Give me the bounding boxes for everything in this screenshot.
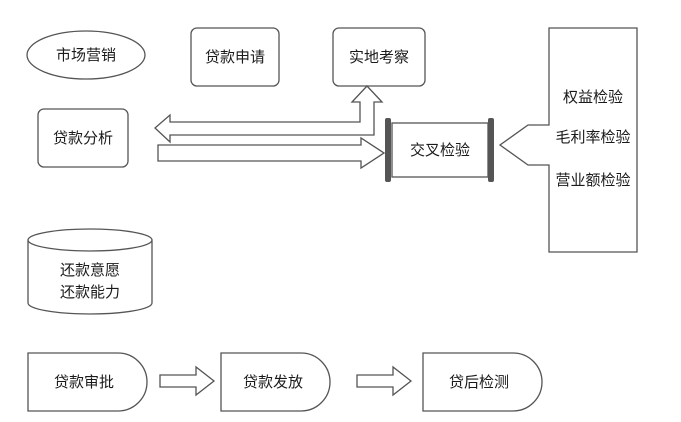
marketing-label: 市场营销 — [55, 46, 116, 64]
forward-arrow — [157, 136, 386, 170]
repayment-cylinder-top — [27, 228, 153, 252]
gross-margin-check-label: 毛利率检验 — [555, 128, 631, 146]
approval-to-disbursement-arrow — [159, 365, 216, 397]
post-loan-check-label: 贷后检测 — [448, 373, 509, 391]
cross-check-left-roll — [385, 118, 391, 182]
loan-approval-label: 贷款审批 — [53, 373, 114, 391]
cross-check-node-shape — [391, 122, 489, 178]
disbursement-to-postloan-arrow — [356, 365, 413, 397]
loan-disbursement-node-shape — [220, 352, 331, 412]
loan-analysis-node-shape — [37, 108, 129, 168]
equity-check-label: 权益检验 — [562, 88, 623, 106]
loan-approval-node-shape — [27, 352, 148, 412]
marketing-node-shape — [26, 30, 146, 80]
cross-check-label: 交叉检验 — [409, 141, 470, 159]
checks-callout-shape — [498, 27, 638, 253]
field-inspection-label: 实地考察 — [348, 48, 409, 66]
loan-application-node-shape — [190, 27, 280, 87]
return-arrow — [154, 85, 384, 144]
repayment-ability-label: 还款能力 — [59, 283, 120, 301]
cross-check-right-roll — [488, 118, 494, 182]
post-loan-check-node-shape — [422, 352, 543, 412]
repayment-willingness-label: 还款意愿 — [59, 261, 120, 279]
revenue-check-label: 营业额检验 — [555, 171, 631, 189]
loan-disbursement-label: 贷款发放 — [242, 373, 303, 391]
repayment-label: 还款意愿 还款能力 — [28, 256, 152, 306]
field-inspection-node-shape — [332, 27, 426, 87]
repayment-cylinder-shape — [27, 240, 153, 315]
loan-application-label: 贷款申请 — [204, 48, 265, 66]
loan-analysis-label: 贷款分析 — [52, 129, 113, 147]
